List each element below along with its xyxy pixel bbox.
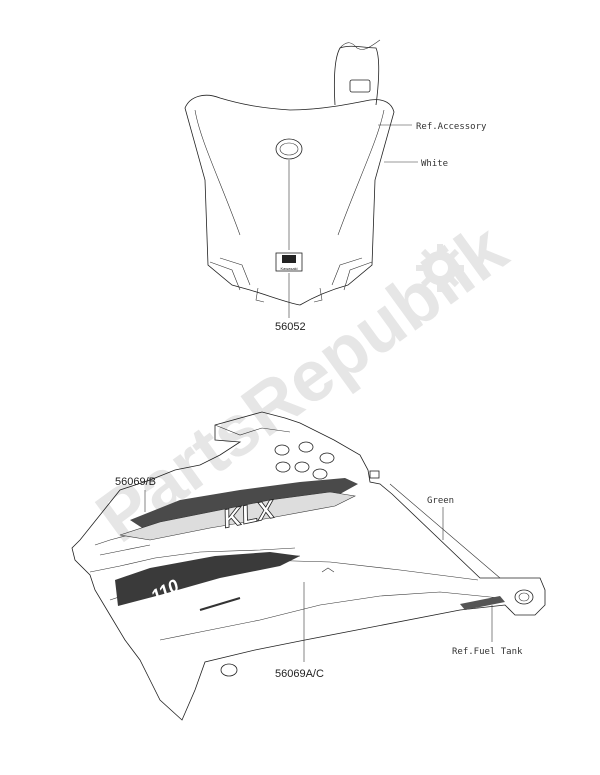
part-number-56069ac: 56069A/C <box>275 668 324 680</box>
part-number-56069b: 56069/B <box>115 476 156 488</box>
front-number-plate: Kawasaki <box>184 39 395 318</box>
svg-text:Kawasaki: Kawasaki <box>280 266 297 271</box>
color-green-label: Green <box>427 496 454 506</box>
leader-green <box>389 483 501 579</box>
gear-icon <box>416 244 464 292</box>
radiator-shroud: KLX 110 <box>71 411 546 721</box>
ref-accessory-label: Ref.Accessory <box>416 122 487 132</box>
color-white-label: White <box>421 159 448 169</box>
part-number-56052: 56052 <box>275 321 306 333</box>
ref-fuel-tank-label: Ref.Fuel Tank <box>452 647 523 657</box>
klx-decal: KLX <box>119 478 358 541</box>
kawasaki-logo-decal: Kawasaki <box>275 252 303 272</box>
